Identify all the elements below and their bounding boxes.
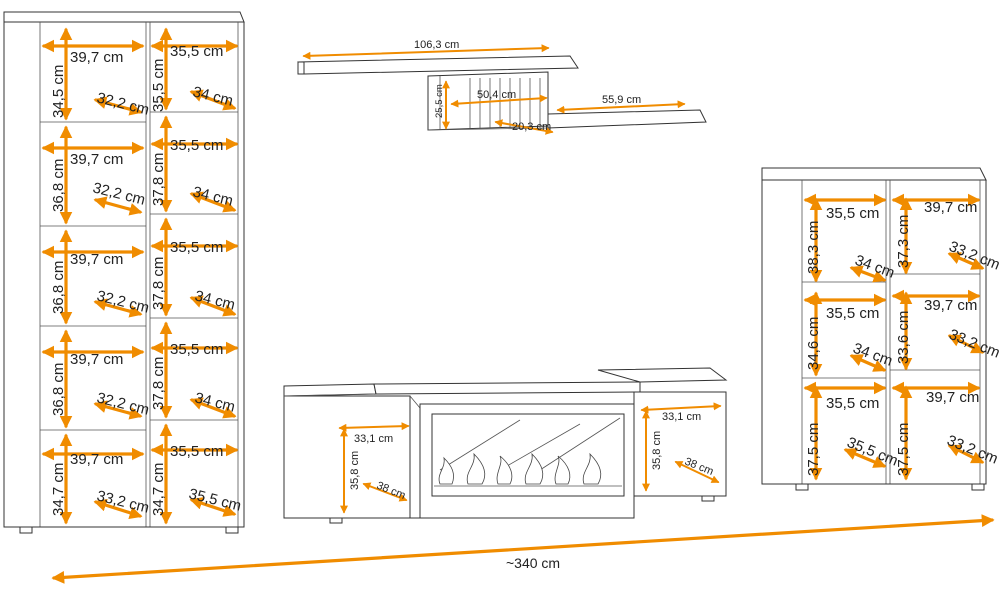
wall-shelf-arrows	[302, 44, 686, 135]
dim-label: 35,5 cm	[170, 137, 223, 154]
right-cabinet-arrows	[803, 193, 985, 481]
dim-label: 35,5 cm	[170, 239, 223, 256]
dim-label: 36,8 cm	[50, 363, 67, 416]
dim-label: 39,7 cm	[70, 251, 123, 268]
tv-unit-arrows	[338, 402, 722, 514]
dim-label: 35,8 cm	[349, 451, 361, 490]
dim-label: 34,5 cm	[50, 65, 67, 118]
dim-label: 33,6 cm	[895, 311, 912, 364]
dim-label: 38,3 cm	[805, 221, 822, 274]
dim-label: 39,7 cm	[924, 297, 977, 314]
dim-label: 33,1 cm	[662, 411, 701, 423]
dim-label: 55,9 cm	[602, 94, 641, 106]
right-cabinet	[761, 167, 987, 491]
dim-label: 36,8 cm	[50, 261, 67, 314]
dim-label: 35,5 cm	[826, 205, 879, 222]
dim-label: 39,7 cm	[70, 451, 123, 468]
dim-label: 36,8 cm	[50, 159, 67, 212]
dim-label: 34,7 cm	[50, 463, 67, 516]
dim-label: 35,5 cm	[826, 305, 879, 322]
dim-label: 34,7 cm	[150, 463, 167, 516]
left-cabinet-arrows	[41, 27, 239, 525]
dim-label: 37,8 cm	[150, 257, 167, 310]
dim-label: 35,5 cm	[826, 395, 879, 412]
dim-label: 37,5 cm	[895, 423, 912, 476]
dim-label: 35,5 cm	[170, 341, 223, 358]
dim-label: 37,3 cm	[895, 215, 912, 268]
dim-label: 34,6 cm	[805, 317, 822, 370]
dim-label: 39,7 cm	[70, 351, 123, 368]
dim-label: 20,3 cm	[512, 121, 551, 133]
wall-shelf-labels: 106,3 cm 25,5 cm 50,4 cm 20,3 cm 55,9 cm	[414, 39, 641, 133]
dim-label: 39,7 cm	[70, 151, 123, 168]
dim-label: 106,3 cm	[414, 39, 459, 51]
dim-label: 50,4 cm	[477, 89, 516, 101]
dim-label: 35,8 cm	[651, 431, 663, 470]
dim-label: 35,5 cm	[150, 59, 167, 112]
dim-label: 35,5 cm	[170, 43, 223, 60]
total-width-dimension: ~340 cm	[51, 514, 995, 584]
dim-label: 25,5 cm	[434, 84, 445, 118]
dim-label: 33,1 cm	[354, 433, 393, 445]
dim-label: 39,7 cm	[924, 199, 977, 216]
dim-label: 39,7 cm	[70, 49, 123, 66]
dim-label: 39,7 cm	[926, 389, 979, 406]
fireplace-flames	[434, 452, 622, 487]
dim-label: 37,8 cm	[150, 357, 167, 410]
dim-label: 37,8 cm	[150, 153, 167, 206]
total-width-label: ~340 cm	[506, 555, 560, 571]
dim-label: 35,5 cm	[170, 443, 223, 460]
dim-label: 37,5 cm	[805, 423, 822, 476]
